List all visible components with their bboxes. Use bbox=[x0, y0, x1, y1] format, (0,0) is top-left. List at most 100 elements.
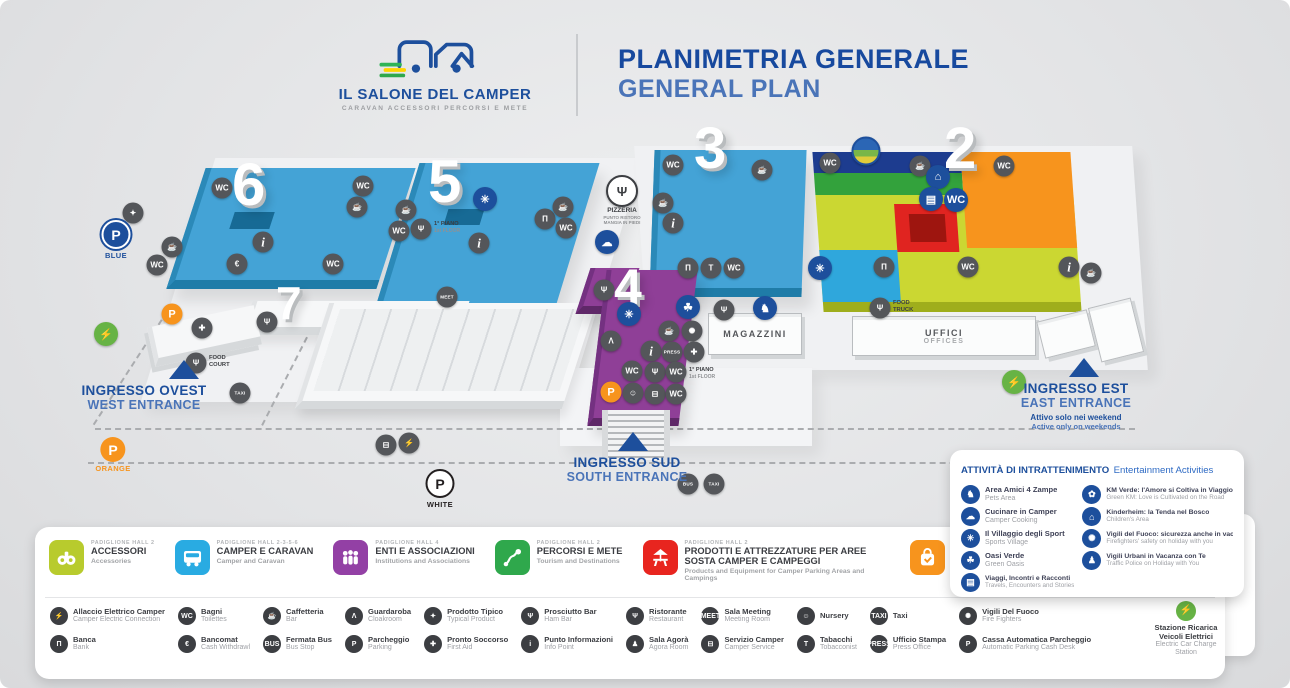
category-icon bbox=[642, 540, 678, 575]
green-oasis-item: ☘ Oasi Verde Green Oasis bbox=[961, 551, 1074, 570]
service-icon: Ψ bbox=[626, 607, 645, 625]
entertainment-item-subtitle: Travels, Encounters and Stories bbox=[985, 581, 1075, 589]
category-subtitle: Tourism and Destinations bbox=[536, 557, 620, 565]
service-label-it: Guardaroba bbox=[368, 606, 412, 616]
hall-7-number: 7 bbox=[276, 277, 302, 329]
service-item: ☕ Caffetteria Bar bbox=[263, 607, 332, 625]
service-item: Π Banca Bank bbox=[50, 635, 165, 653]
service-icon: i bbox=[521, 635, 540, 653]
service-label-it: Vigili Del Fuoco bbox=[982, 606, 1039, 616]
service-label-en: Agora Room bbox=[649, 644, 689, 652]
parking-boundary-line bbox=[88, 462, 1136, 464]
entertainment-item-icon: ✳ bbox=[961, 529, 980, 548]
category-title: ACCESSORI bbox=[91, 546, 147, 556]
entertainment-item-icon: ☘ bbox=[961, 551, 980, 570]
sports-village-item: ✳ Il Villaggio degli Sport Sports Villag… bbox=[961, 529, 1074, 548]
service-icon: ✦ bbox=[424, 607, 443, 625]
west-entrance-arrow-icon bbox=[169, 360, 199, 379]
entertainment-item-subtitle: Children's Area bbox=[1106, 515, 1149, 523]
service-item: P Parcheggio Parking bbox=[345, 635, 411, 653]
entertainment-item-title: Vigili del Fuoco: sicurezza anche in vac… bbox=[1106, 531, 1233, 539]
entertainment-item-title: Area Amici 4 Zampe bbox=[985, 486, 1058, 495]
category-title: PERCORSI E METE bbox=[536, 546, 623, 556]
service-label-it: Banca bbox=[73, 634, 96, 644]
west-entrance-label-en: WEST ENTRANCE bbox=[87, 398, 201, 412]
service-icon: PRESS bbox=[867, 635, 891, 653]
charge-station-label-en: Electric Car Charge Station bbox=[1155, 641, 1217, 657]
service-label-it: Caffetteria bbox=[286, 606, 324, 616]
category-icon bbox=[174, 540, 210, 575]
entertainment-item-subtitle: Green KM: Love is Cultivated on the Road bbox=[1106, 493, 1225, 501]
east-entrance-note-en: Active only on weekends bbox=[1031, 422, 1121, 431]
service-label-en: Toilettes bbox=[201, 616, 227, 624]
entertainment-item-subtitle: Sports Village bbox=[985, 538, 1029, 546]
service-label-it: Tabacchi bbox=[819, 634, 853, 644]
entertainment-item-title: Kinderheim: la Tenda nel Bosco bbox=[1106, 509, 1210, 517]
service-label-en: Restaurant bbox=[649, 616, 684, 624]
service-label-en: Cloakroom bbox=[368, 616, 402, 624]
category-icon bbox=[49, 540, 84, 575]
parking-white-badge: P WHITE bbox=[425, 469, 455, 509]
parking-label: BLUE bbox=[104, 251, 128, 260]
offices-building: UFFICI OFFICES bbox=[852, 316, 1036, 356]
category-icon bbox=[494, 540, 530, 575]
service-label-en: Info Point bbox=[544, 644, 574, 652]
service-item: ⊟ Servizio Camper Camper Service bbox=[701, 635, 784, 653]
brand-subtitle: CARAVAN ACCESSORI PERCORSI E METE bbox=[341, 105, 529, 112]
category-hall-label: PADIGLIONE HALL 2-3-5-6 bbox=[216, 540, 299, 546]
service-label-it: Pronto Soccorso bbox=[447, 634, 509, 644]
pizzeria-label: PIZZERIA PUNTO RISTORO MANGIA IN PIEDI bbox=[603, 207, 641, 226]
service-label-it: Sala Agorà bbox=[649, 634, 689, 644]
entertainment-item-icon: ♟ bbox=[1082, 551, 1102, 570]
hall-6-number: 6 bbox=[232, 151, 266, 218]
service-label-it: Cassa Automatica Parcheggio bbox=[982, 634, 1092, 644]
service-label-it: Servizio Camper bbox=[724, 634, 784, 644]
south-entrance-arrow-icon bbox=[618, 432, 648, 451]
brand-title: IL SALONE DEL CAMPER bbox=[338, 86, 532, 103]
service-item: ✺ Vigili Del Fuoco Fire Fighters bbox=[959, 607, 1091, 625]
service-label-en: Fire Fighters bbox=[982, 616, 1022, 624]
service-label-en: Automatic Parking Cash Desk bbox=[982, 644, 1076, 652]
entertainment-title-en: Entertainment Activities bbox=[1113, 465, 1214, 476]
service-icon: MEET bbox=[701, 607, 720, 625]
service-icon: P bbox=[959, 635, 978, 653]
entertainment-items: ♞ Area Amici 4 Zampe Pets Area ☁ Cucinar… bbox=[961, 485, 1233, 592]
service-label-it: Nursery bbox=[819, 610, 849, 620]
service-item: Ψ Ristorante Restaurant bbox=[626, 607, 688, 625]
west-entrance-label-it: INGRESSO OVEST bbox=[81, 383, 207, 398]
service-label-en: Bar bbox=[286, 616, 297, 624]
service-item: Λ Guardaroba Cloakroom bbox=[345, 607, 411, 625]
east-entrance-label-it: INGRESSO EST bbox=[1023, 381, 1129, 396]
category-title: CAMPER E CARAVAN bbox=[216, 546, 314, 556]
service-item: BUS Fermata Bus Bus Stop bbox=[263, 635, 332, 653]
charge-station-icon: ⚡ bbox=[1176, 601, 1196, 621]
parking-p-icon: P bbox=[425, 469, 455, 498]
category-title: ENTI E ASSOCIAZIONI bbox=[375, 546, 475, 556]
food-truck-label: FOOD TRUCK bbox=[893, 300, 914, 313]
service-icon: T bbox=[796, 635, 815, 653]
entertainment-title: ATTIVITÀ DI INTRATTENIMENTO Entertainmen… bbox=[961, 460, 1233, 478]
service-item: WC Bagni Toilettes bbox=[178, 607, 250, 625]
legend-divider bbox=[45, 597, 1215, 598]
east-entrance: INGRESSO EST EAST ENTRANCE Attivo solo n… bbox=[1005, 358, 1147, 431]
service-icon: € bbox=[178, 635, 197, 653]
parking-orange-badge: P ORANGE bbox=[95, 437, 130, 473]
south-entrance-label-it: INGRESSO SUD bbox=[573, 455, 681, 470]
service-label-en: Camper Electric Connection bbox=[73, 616, 161, 624]
service-label-en: Press Office bbox=[892, 644, 931, 652]
service-label-en: Cash Withdrawl bbox=[201, 644, 251, 652]
service-icon: P bbox=[345, 635, 364, 653]
entertainment-item-subtitle: Pets Area bbox=[985, 494, 1016, 502]
service-label-en: Parking bbox=[368, 644, 392, 652]
service-item: ♟ Sala Agorà Agora Room bbox=[626, 635, 688, 653]
service-label-en: Tobacconist bbox=[819, 644, 857, 652]
service-label-it: Bancomat bbox=[201, 634, 238, 644]
entertainment-item-title: KM Verde: l'Amore si Coltiva in Viaggio bbox=[1106, 487, 1233, 495]
entertainment-item-subtitle: Green Oasis bbox=[985, 560, 1025, 568]
service-label-it: Ristorante bbox=[649, 606, 687, 616]
first-floor-label: 1° PIANO 1st FLOOR bbox=[434, 221, 461, 234]
page-title: PLANIMETRIA GENERALE GENERAL PLAN bbox=[618, 44, 969, 104]
parking-label: ORANGE bbox=[95, 464, 131, 473]
category-subtitle: Camper and Caravan bbox=[216, 557, 285, 565]
